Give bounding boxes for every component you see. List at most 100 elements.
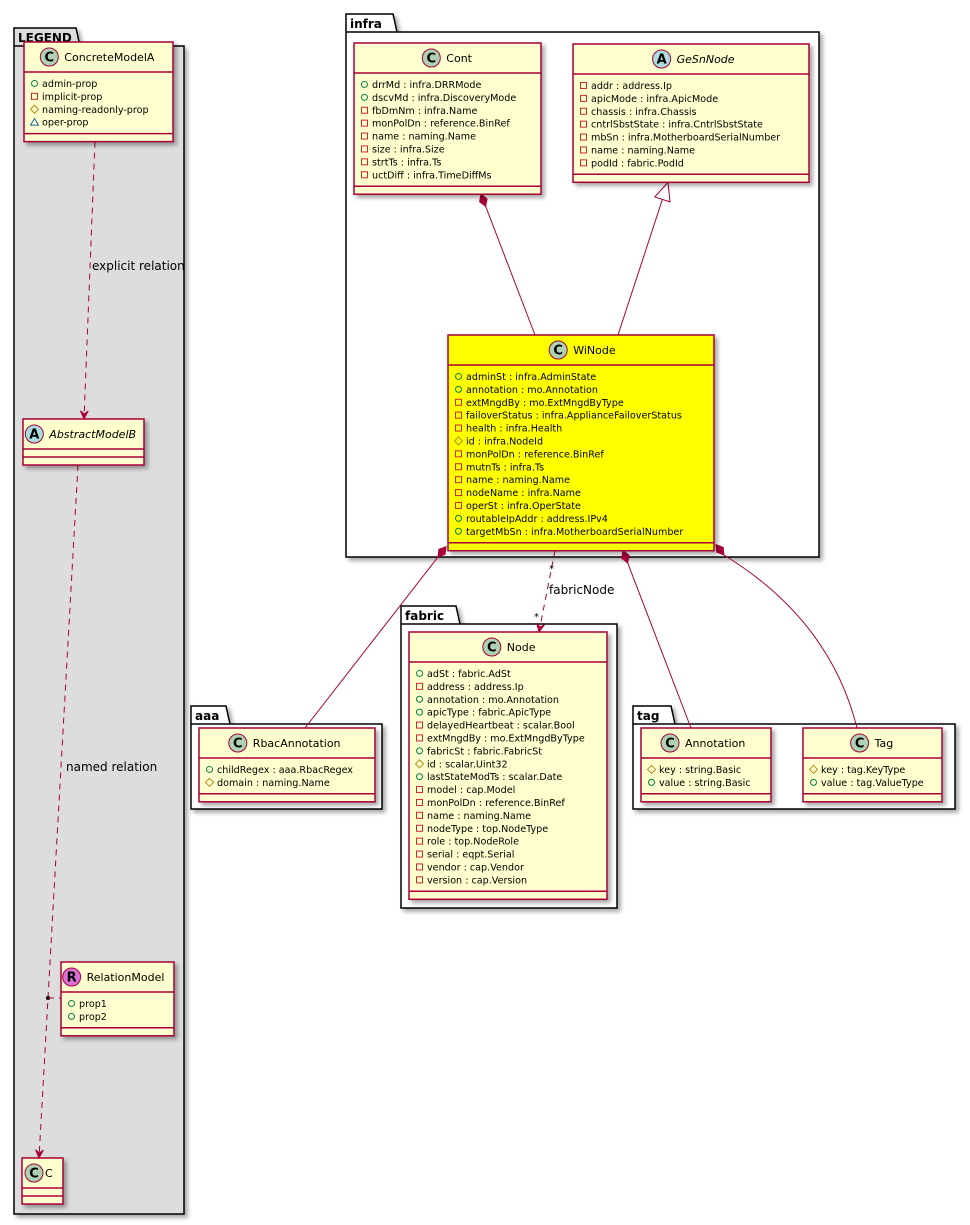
visibility-public-icon: [361, 80, 368, 88]
class-name: ConcreteModelA: [64, 51, 155, 64]
class-attribute: apicType : fabric.ApicType: [416, 708, 551, 719]
visibility-private-icon: [361, 158, 368, 166]
attribute-text: prop2: [79, 1012, 107, 1023]
class-attribute: fabricSt : fabric.FabricSt: [416, 746, 542, 757]
class-box: [408, 631, 608, 901]
attribute-text: name : naming.Name: [591, 145, 695, 156]
class-name: RelationModel: [87, 971, 165, 984]
attribute-text: oper-prop: [42, 118, 88, 129]
visibility-public-icon: [416, 773, 423, 781]
visibility-private-icon: [580, 159, 587, 167]
class-attribute: name : naming.Name: [361, 132, 476, 143]
class-attribute: annotation : mo.Annotation: [416, 695, 559, 706]
class-icon: C: [421, 48, 441, 68]
attribute-text: mutnTs : infra.Ts: [466, 462, 544, 473]
attribute-text: monPolDn : reference.BinRef: [372, 119, 510, 130]
package-name: fabric: [405, 609, 444, 623]
relation-cont-winode: [479, 193, 536, 336]
visibility-private-icon: [416, 798, 423, 806]
attribute-text: address : address.Ip: [427, 682, 524, 693]
class-name: AbstractModelB: [48, 428, 136, 441]
attribute-text: childRegex : aaa.RbacRegex: [217, 765, 353, 776]
attribute-text: addr : address.Ip: [591, 81, 672, 92]
class-attribute: drrMd : infra.DRRMode: [361, 80, 481, 91]
visibility-private-icon: [361, 119, 368, 127]
class-attribute: version : cap.Version: [416, 875, 527, 886]
class-attribute: targetMbSn : infra.MotherboardSerialNumb…: [455, 527, 683, 538]
class-icon: C: [850, 733, 870, 753]
attribute-text: serial : eqpt.Serial: [427, 850, 514, 861]
class-attribute: lastStateModTs : scalar.Date: [416, 772, 562, 783]
class-attribute: name : naming.Name: [580, 145, 695, 156]
visibility-private-icon: [416, 811, 423, 819]
relation-winode-tag: [715, 543, 858, 729]
attribute-text: strtTs : infra.Ts: [372, 157, 441, 168]
class-attribute: annotation : mo.Annotation: [455, 385, 598, 396]
class-icon: C: [548, 340, 568, 360]
package-name: tag: [637, 709, 659, 723]
relation-label: named relation: [66, 760, 157, 774]
class-attribute: uctDiff : infra.TimeDiffMs: [361, 170, 492, 181]
visibility-private-icon: [416, 721, 423, 729]
attribute-text: health : infra.Health: [466, 424, 562, 435]
attribute-text: model : cap.Model: [427, 785, 515, 796]
svg-text:C: C: [665, 737, 675, 752]
svg-text:C: C: [29, 1167, 39, 1182]
class-attribute: adSt : fabric.AdSt: [416, 669, 511, 680]
svg-text:A: A: [657, 53, 667, 68]
attribute-text: value : string.Basic: [659, 778, 751, 789]
attribute-text: extMngdBy : mo.ExtMngdByType: [427, 733, 585, 744]
attribute-text: failoverStatus : infra.ApplianceFailover…: [466, 411, 682, 422]
visibility-private-icon: [580, 94, 587, 102]
class-name: Cont: [446, 52, 472, 65]
visibility-private-icon: [580, 107, 587, 115]
visibility-public-icon: [416, 708, 423, 716]
composition-diamond-icon: [715, 543, 725, 556]
package-frame: [13, 27, 185, 1215]
visibility-private-icon: [455, 463, 462, 471]
attribute-text: operSt : infra.OperState: [466, 501, 581, 512]
abstract-class-icon: A: [652, 49, 672, 69]
visibility-private-icon: [416, 863, 423, 871]
visibility-public-icon: [68, 999, 75, 1007]
class-box: [802, 727, 943, 803]
visibility-private-icon: [455, 501, 462, 509]
class-icon: C: [660, 733, 680, 753]
attribute-text: nodeType : top.NodeType: [427, 824, 548, 835]
visibility-protected-icon: [646, 764, 657, 775]
class-name: C: [45, 1167, 53, 1180]
class-name: WiNode: [573, 344, 616, 357]
class-attribute: size : infra.Size: [361, 144, 445, 155]
attribute-text: role : top.NodeRole: [427, 837, 519, 848]
class-attribute: role : top.NodeRole: [416, 837, 519, 848]
class-attribute: model : cap.Model: [416, 785, 515, 796]
visibility-public-icon: [416, 669, 423, 677]
class-attribute: monPolDn : reference.BinRef: [361, 119, 510, 130]
arrow-head-icon: [35, 1149, 44, 1160]
attribute-text: value : tag.ValueType: [821, 778, 924, 789]
attribute-text: delayedHeartbeat : scalar.Bool: [427, 721, 575, 732]
visibility-protected-icon: [808, 764, 819, 775]
class-attribute: extMngdBy : mo.ExtMngdByType: [455, 398, 624, 409]
attribute-text: implicit-prop: [42, 92, 102, 103]
attribute-text: name : naming.Name: [372, 132, 476, 143]
attribute-text: targetMbSn : infra.MotherboardSerialNumb…: [466, 527, 683, 538]
attribute-text: podId : fabric.PodId: [591, 158, 684, 169]
class-attribute: fbDmNm : infra.Name: [361, 106, 477, 117]
class-icon: C: [24, 1163, 44, 1183]
visibility-private-icon: [455, 450, 462, 458]
class-attribute: prop1: [68, 999, 107, 1010]
attribute-text: domain : naming.Name: [217, 778, 330, 789]
visibility-protected-icon: [204, 777, 215, 788]
